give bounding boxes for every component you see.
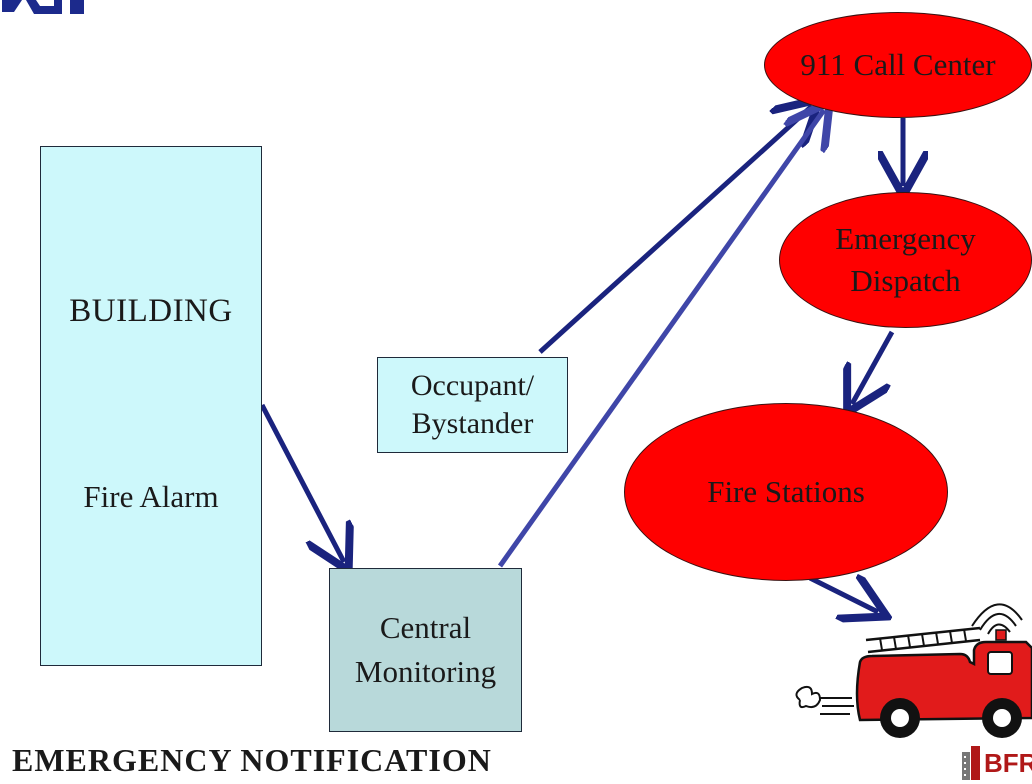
arrow-occupant-to-call-center — [538, 106, 812, 354]
bfrl-logo-text: BFRL — [984, 747, 1032, 778]
building-logo-icon — [962, 746, 980, 780]
fire-alarm-label: Fire Alarm — [83, 479, 219, 514]
emergency-dispatch-ellipse: Emergency Dispatch — [779, 192, 1032, 328]
bystander-label: Bystander — [411, 407, 534, 440]
bfrl-logo: BFRL — [960, 746, 1032, 780]
building-box: BUILDING Fire Alarm — [40, 146, 262, 666]
call-center-label: 911 Call Center — [800, 47, 996, 82]
arrow-building-to-central — [259, 403, 344, 562]
fire-truck-icon — [795, 603, 1032, 738]
dispatch-label: Dispatch — [850, 263, 961, 298]
fire-stations-ellipse: Fire Stations — [624, 403, 948, 581]
arrow-dispatch-to-fire-stations — [852, 330, 895, 404]
fire-stations-label: Fire Stations — [707, 474, 865, 509]
organization-logo — [2, 0, 84, 14]
emergency-label: Emergency — [835, 221, 976, 256]
monitoring-label: Monitoring — [354, 654, 497, 689]
central-label: Central — [379, 610, 472, 645]
slide-title: EMERGENCY NOTIFICATION — [12, 742, 492, 778]
building-label: BUILDING — [69, 293, 233, 329]
call-center-ellipse: 911 Call Center — [764, 12, 1032, 118]
occupant-bystander-box: Occupant/ Bystander — [377, 357, 568, 453]
occupant-label: Occupant/ — [410, 369, 535, 402]
central-monitoring-box: Central Monitoring — [329, 568, 522, 732]
